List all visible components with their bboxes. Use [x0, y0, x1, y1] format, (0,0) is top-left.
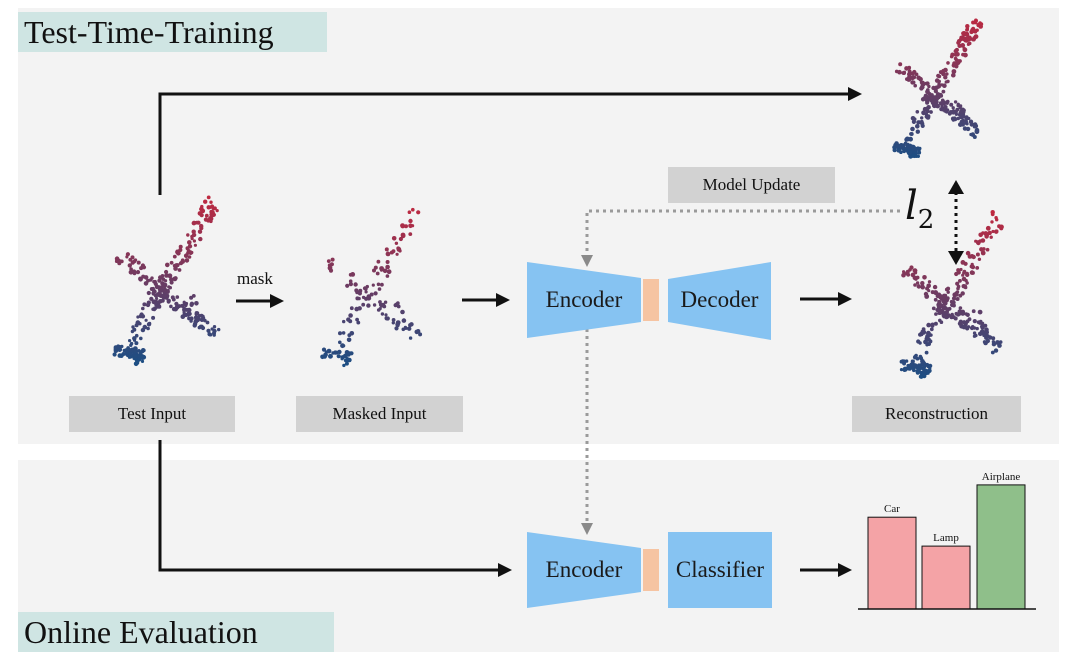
classifier-block	[668, 532, 772, 608]
class-probability-chart	[867, 484, 1026, 610]
bottleneck-bottom	[643, 549, 659, 591]
bar-airplane	[976, 484, 1026, 610]
point-clouds	[112, 18, 1004, 379]
bar-lamp	[921, 545, 971, 610]
mask-label: mask	[237, 269, 273, 288]
test-time-training-title: Test-Time-Training	[18, 12, 327, 52]
encoder-block-bottom	[527, 532, 641, 608]
decoder-block	[668, 262, 771, 340]
classifier-label: Classifier	[675, 557, 765, 582]
target-pointcloud	[892, 18, 984, 159]
model-update-caption: Model Update	[668, 167, 835, 203]
l2-arrowhead-down	[948, 251, 964, 265]
bar-label-car: Car	[884, 503, 900, 516]
online-evaluation-title: Online Evaluation	[18, 612, 334, 652]
reconstruction-pointcloud	[899, 210, 1004, 379]
masked-input-caption: Masked Input	[296, 396, 463, 432]
masked-input-pointcloud	[320, 207, 423, 368]
skip-arrow-top	[158, 87, 862, 195]
bar-label-airplane: Airplane	[981, 470, 1021, 483]
skip-arrow-bottom	[158, 440, 512, 577]
bottleneck-top	[643, 279, 659, 321]
test-time-training-panel	[18, 8, 1059, 444]
encoder-label-bottom: Encoder	[545, 557, 623, 582]
bar-car	[867, 516, 917, 610]
encoder-block-top	[527, 262, 641, 338]
encoder-label-top: Encoder	[545, 287, 623, 312]
test-input-pointcloud	[112, 195, 221, 367]
l2-loss-label: l2	[905, 183, 935, 235]
l2-arrowhead-up	[948, 180, 964, 194]
decoder-label: Decoder	[680, 287, 759, 312]
bar-label-lamp: Lamp	[933, 532, 959, 545]
test-input-caption: Test Input	[69, 396, 235, 432]
model-update-arrow	[581, 209, 900, 267]
reconstruction-caption: Reconstruction	[852, 396, 1021, 432]
